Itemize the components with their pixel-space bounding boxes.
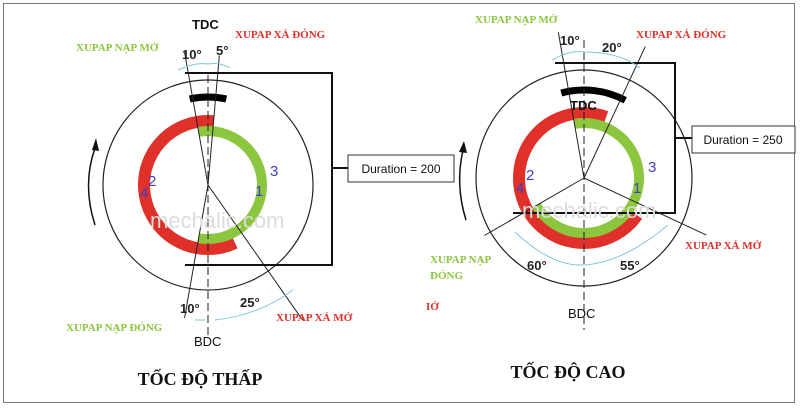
rotation-arrow <box>458 149 467 221</box>
watermark: mechalic.com <box>150 208 284 233</box>
intake-arc <box>197 126 267 244</box>
intake-close-label: XUPAP NẠP <box>430 254 491 266</box>
exhaust-open-line <box>207 184 304 321</box>
bdc-label: BDC <box>194 334 221 349</box>
low-speed-title: TỐC ĐỘ THẤP <box>138 368 263 389</box>
duration-bracket <box>185 72 348 266</box>
intake-close-label-line2: ĐÓNG <box>430 270 463 282</box>
stroke-2-label: 2 <box>526 167 534 184</box>
duration-box <box>347 154 455 183</box>
arrow-head-icon <box>459 141 467 153</box>
stroke-3-label: 3 <box>270 163 278 180</box>
stroke-1-label: 1 <box>255 183 263 200</box>
stroke-3-label: 3 <box>648 159 656 176</box>
exhaust-open-line <box>583 177 707 236</box>
overlap-arc <box>560 86 627 104</box>
exhaust-arc <box>138 115 238 255</box>
cropped-label-fragment: IỞ <box>426 301 439 313</box>
stroke-4-label: 4 <box>140 185 148 202</box>
exhaust-open-label: XUPAP XẢ MỞ <box>276 312 353 324</box>
duration-label: Duration = 200 <box>361 162 440 176</box>
arrow-head-icon <box>92 138 99 151</box>
high-speed-title: TỐC ĐỘ CAO <box>510 361 625 382</box>
angle-intake-open: 10° <box>182 47 202 62</box>
stroke-1-label: 1 <box>633 180 641 197</box>
exhaust-arc <box>513 107 643 249</box>
angle-exhaust-close: 5° <box>216 43 228 58</box>
exhaust-close-line <box>207 55 220 186</box>
dim-arc-bottom <box>195 289 294 321</box>
intake-open-label: XUPAP NẠP MỞ <box>76 42 159 54</box>
exhaust-close-line <box>583 46 646 179</box>
stroke-2-label: 2 <box>148 173 156 190</box>
angle-exhaust-close: 20° <box>602 40 622 55</box>
angle-intake-close: 10° <box>180 301 200 316</box>
angle-exhaust-open: 55° <box>620 258 640 273</box>
intake-open-line <box>557 32 585 179</box>
angle-intake-close: 60° <box>527 258 547 273</box>
tdc-label: TDC <box>192 17 219 32</box>
dim-arc-bottom <box>514 224 669 266</box>
overlap-arc <box>188 93 228 103</box>
dim-arc-top <box>551 51 641 69</box>
watermark: mechalic.com <box>522 198 656 223</box>
intake-close-line <box>484 177 585 236</box>
dim-arc-top <box>177 63 231 71</box>
tdc-label: TDC <box>570 98 597 113</box>
duration-bracket <box>513 62 692 214</box>
angle-intake-open: 10° <box>560 33 580 48</box>
exhaust-open-label: XUPAP XẢ MỞ <box>685 240 762 252</box>
duration-box <box>691 125 796 154</box>
exhaust-close-label: XUPAP XẢ ĐÓNG <box>636 29 727 41</box>
rotation-arrow <box>87 147 96 226</box>
duration-label: Duration = 250 <box>703 133 782 147</box>
exhaust-close-label: XUPAP XẢ ĐÓNG <box>235 29 326 41</box>
intake-open-line <box>184 51 209 186</box>
high-speed-diagram: Duration = 250 XUPAP NẠP MỞ 10° 20° XUPA… <box>426 14 796 382</box>
stroke-4-label: 4 <box>516 180 524 197</box>
intake-close-label: XUPAP NẠP ĐÓNG <box>66 322 163 334</box>
bdc-label: BDC <box>568 306 595 321</box>
intake-close-line <box>184 184 209 319</box>
diagram-frame <box>3 3 795 403</box>
angle-exhaust-open: 25° <box>240 295 260 310</box>
low-speed-diagram: Duration = 200 TDC XUPAP XẢ ĐÓNG XUPAP N… <box>66 17 455 389</box>
intake-open-label: XUPAP NẠP MỞ <box>475 14 558 26</box>
